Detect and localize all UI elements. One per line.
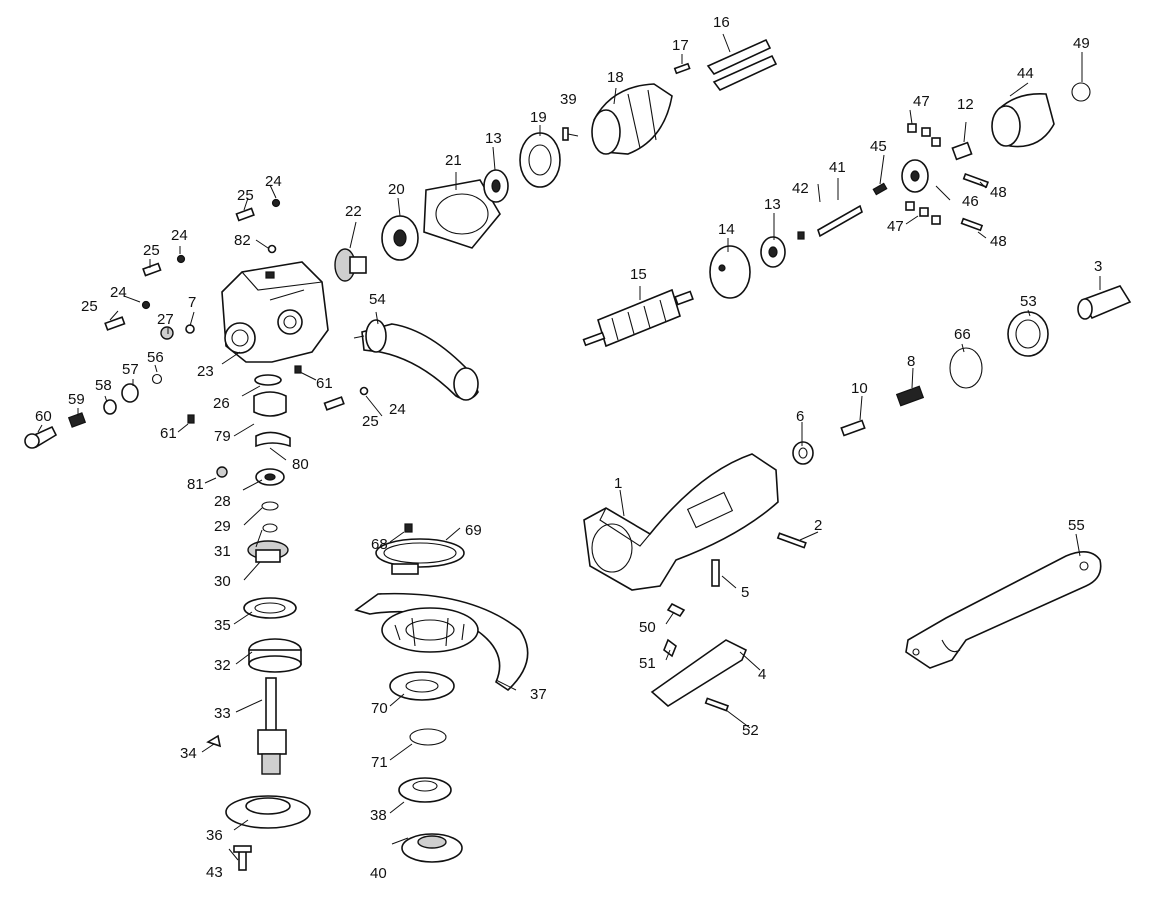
label-part-33: 33 — [214, 705, 231, 722]
label-part-50: 50 — [639, 619, 656, 636]
label-part-1: 1 — [614, 475, 622, 492]
label-part-70: 70 — [371, 700, 388, 717]
part-inlet-fittings — [792, 385, 925, 465]
label-part-39: 39 — [560, 91, 577, 108]
label-part-57: 57 — [122, 361, 139, 378]
label-part-13-a: 13 — [485, 130, 502, 147]
part-motor-cylinder-group — [483, 38, 778, 203]
label-part-79: 79 — [214, 428, 231, 445]
label-part-56: 56 — [147, 349, 164, 366]
part-rotor — [582, 288, 694, 348]
label-part-58: 58 — [95, 377, 112, 394]
label-part-25-a: 25 — [237, 187, 254, 204]
part-valve-group — [901, 123, 989, 232]
label-part-81: 81 — [187, 476, 204, 493]
label-part-18: 18 — [607, 69, 624, 86]
part-lock-pin-assembly — [24, 383, 139, 449]
label-part-16: 16 — [713, 14, 730, 31]
label-part-22: 22 — [345, 203, 362, 220]
label-part-61-a: 61 — [316, 375, 333, 392]
part-rear-cap-group — [949, 82, 1132, 389]
part-number-labels: 1 2 3 4 5 6 7 8 10 12 13 13 14 15 16 17 … — [35, 14, 1102, 882]
label-part-21: 21 — [445, 152, 462, 169]
label-part-19: 19 — [530, 109, 547, 126]
part-guard-clamp — [375, 523, 465, 575]
label-part-24-d: 24 — [389, 401, 406, 418]
label-part-53: 53 — [1020, 293, 1037, 310]
label-part-36: 36 — [206, 827, 223, 844]
label-part-71: 71 — [371, 754, 388, 771]
label-part-37: 37 — [530, 686, 547, 703]
label-part-40: 40 — [370, 865, 387, 882]
part-spindle-stack — [206, 466, 311, 871]
label-part-68: 68 — [371, 536, 388, 553]
label-part-49: 49 — [1073, 35, 1090, 52]
part-motor-housing — [583, 453, 779, 591]
label-part-28: 28 — [214, 493, 231, 510]
label-part-55: 55 — [1068, 517, 1085, 534]
label-part-60: 60 — [35, 408, 52, 425]
part-gear-head-housing — [221, 261, 329, 363]
label-part-27: 27 — [157, 311, 174, 328]
label-part-30: 30 — [214, 573, 231, 590]
label-part-38: 38 — [370, 807, 387, 824]
label-part-17: 17 — [672, 37, 689, 54]
label-part-14: 14 — [718, 221, 735, 238]
label-part-47-a: 47 — [913, 93, 930, 110]
label-part-4: 4 — [758, 666, 766, 683]
label-part-41: 41 — [829, 159, 846, 176]
part-wheel-guard — [354, 592, 529, 692]
label-part-8: 8 — [907, 353, 915, 370]
label-part-2: 2 — [814, 517, 822, 534]
label-part-80: 80 — [292, 456, 309, 473]
label-part-59: 59 — [68, 391, 85, 408]
label-part-26: 26 — [213, 395, 230, 412]
label-part-32: 32 — [214, 657, 231, 674]
label-part-20: 20 — [388, 181, 405, 198]
part-rear-plate-bearing-pins — [709, 182, 888, 299]
label-part-7: 7 — [188, 294, 196, 311]
label-part-54: 54 — [369, 291, 386, 308]
label-part-47-b: 47 — [887, 218, 904, 235]
label-part-13-b: 13 — [764, 196, 781, 213]
label-part-24-a: 24 — [265, 173, 282, 190]
part-side-handle — [353, 319, 479, 401]
label-part-66: 66 — [954, 326, 971, 343]
part-spanner-wrench — [905, 551, 1102, 669]
label-part-61-b: 61 — [160, 425, 177, 442]
label-part-43: 43 — [206, 864, 223, 881]
label-part-10: 10 — [851, 380, 868, 397]
label-part-24-c: 24 — [110, 284, 127, 301]
label-part-6: 6 — [796, 408, 804, 425]
label-part-25-b: 25 — [143, 242, 160, 259]
part-flanges — [389, 671, 463, 863]
label-part-51: 51 — [639, 655, 656, 672]
label-part-52: 52 — [742, 722, 759, 739]
label-part-24-b: 24 — [171, 227, 188, 244]
label-part-12: 12 — [957, 96, 974, 113]
label-part-25-d: 25 — [362, 413, 379, 430]
label-part-42: 42 — [792, 180, 809, 197]
label-part-29: 29 — [214, 518, 231, 535]
label-part-46: 46 — [962, 193, 979, 210]
part-screws-top-left — [104, 198, 281, 385]
part-gear-and-bearing — [334, 179, 501, 282]
label-part-23: 23 — [197, 363, 214, 380]
label-part-35: 35 — [214, 617, 231, 634]
label-part-31: 31 — [214, 543, 231, 560]
label-part-48-a: 48 — [990, 184, 1007, 201]
label-part-3: 3 — [1094, 258, 1102, 275]
label-part-69: 69 — [465, 522, 482, 539]
label-part-45: 45 — [870, 138, 887, 155]
part-clamp-set — [187, 365, 369, 448]
label-part-5: 5 — [741, 584, 749, 601]
label-part-44: 44 — [1017, 65, 1034, 82]
label-part-34: 34 — [180, 745, 197, 762]
leader-lines — [37, 33, 1101, 861]
label-part-25-c: 25 — [81, 298, 98, 315]
label-part-15: 15 — [630, 266, 647, 283]
label-part-48-b: 48 — [990, 233, 1007, 250]
label-part-82: 82 — [234, 232, 251, 249]
